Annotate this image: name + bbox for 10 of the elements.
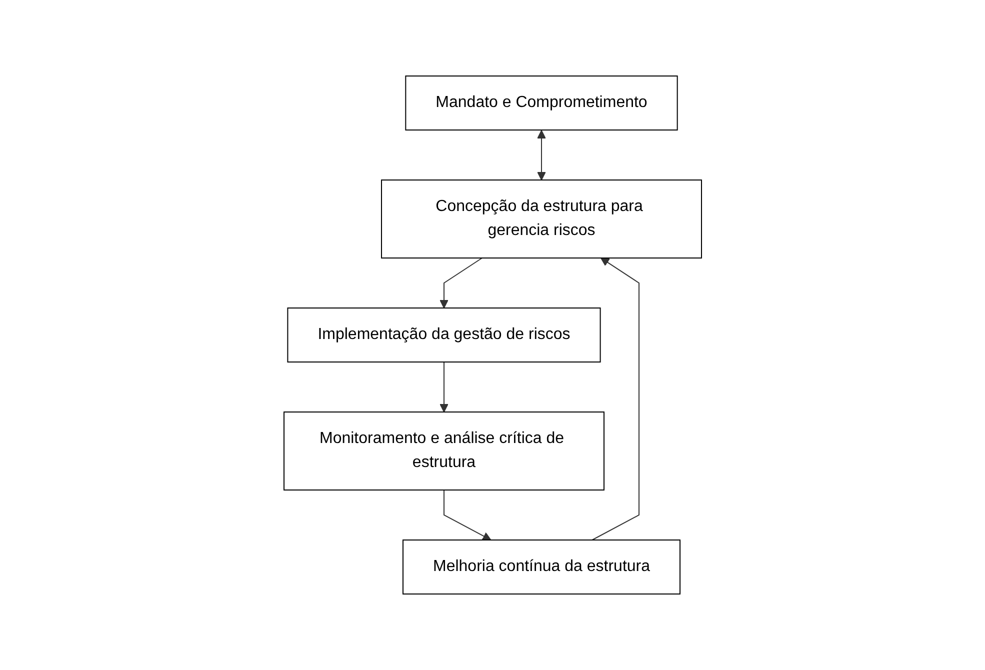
arrow — [439, 362, 448, 412]
node-box: Monitoramento e análise crítica de estrutura — [283, 412, 604, 490]
node-box: Concepção da estrutura para gerencia riscos — [380, 180, 702, 258]
arrow — [443, 490, 492, 540]
node-box: Mandato e Comprometimento — [404, 76, 678, 130]
arrow — [439, 258, 482, 308]
node-box: Melhoria contínua da estrutura — [402, 540, 680, 594]
arrow — [536, 130, 546, 180]
arrow — [591, 258, 640, 540]
node-box: Implementação da gestão de riscos — [286, 308, 601, 362]
